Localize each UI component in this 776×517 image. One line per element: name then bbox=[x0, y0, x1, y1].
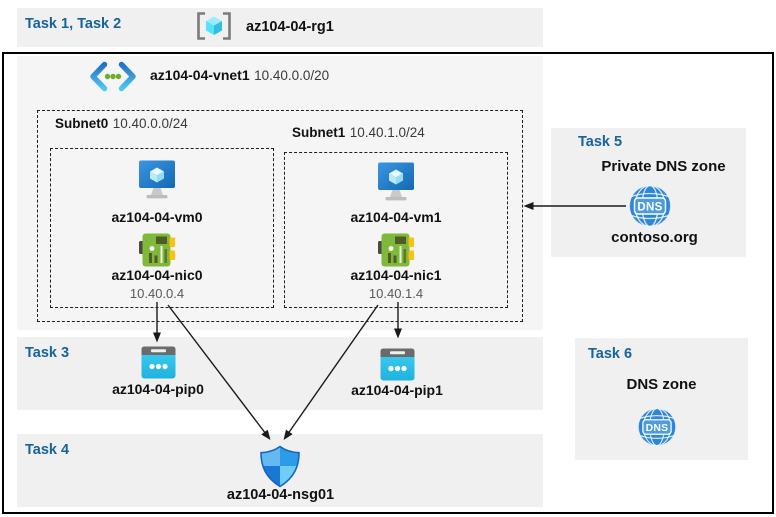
subnet0-name: Subnet0 bbox=[55, 116, 109, 131]
subnet0-label: Subnet0 10.40.0.0/24 bbox=[55, 115, 188, 133]
vnet-cidr: 10.40.0.0/20 bbox=[254, 68, 330, 83]
nsg-shield-icon bbox=[258, 445, 302, 488]
subnet1-cidr: 10.40.1.0/24 bbox=[349, 125, 425, 140]
resource-group-label: az104-04-rg1 bbox=[246, 19, 334, 35]
task-3-label: Task 3 bbox=[25, 345, 70, 361]
vnet-label: az104-04-vnet1 10.40.0.0/20 bbox=[150, 67, 329, 85]
subnet0-cidr: 10.40.0.0/24 bbox=[112, 116, 188, 131]
dns-zone-icon: DNS bbox=[637, 407, 677, 447]
dns-zone-name: contoso.org bbox=[611, 229, 698, 246]
subnet1-name: Subnet1 bbox=[292, 125, 346, 140]
vm1-icon bbox=[377, 162, 415, 204]
task-4-label: Task 4 bbox=[25, 442, 70, 458]
private-dns-icon-text: DNS bbox=[637, 202, 662, 214]
pip0-icon bbox=[141, 346, 176, 379]
subnet1-label: Subnet1 10.40.1.0/24 bbox=[292, 124, 425, 142]
private-dns-zone-title: Private DNS zone bbox=[601, 158, 726, 175]
nic0-icon bbox=[139, 232, 175, 268]
nsg-label: az104-04-nsg01 bbox=[226, 487, 335, 503]
task-5-label: Task 5 bbox=[578, 134, 623, 150]
vm1-label: az104-04-vm1 bbox=[350, 209, 442, 225]
virtual-network-icon bbox=[88, 61, 138, 92]
nic0-label: az104-04-nic0 bbox=[111, 267, 203, 283]
dns-zone-icon-text: DNS bbox=[646, 423, 669, 434]
subnets-outer-box bbox=[37, 110, 523, 322]
nic1-ip: 10.40.1.4 bbox=[368, 286, 424, 301]
vnet-name: az104-04-vnet1 bbox=[150, 67, 250, 83]
task-6-label: Task 6 bbox=[588, 346, 633, 362]
subnet1-box bbox=[284, 152, 508, 308]
subnet0-box bbox=[50, 148, 274, 308]
nic1-label: az104-04-nic1 bbox=[350, 267, 442, 283]
pip1-icon bbox=[380, 348, 415, 381]
task-3-band bbox=[17, 337, 543, 410]
vm0-icon bbox=[138, 160, 176, 202]
nic1-icon bbox=[378, 232, 414, 268]
vm0-label: az104-04-vm0 bbox=[111, 209, 203, 225]
nic0-ip: 10.40.0.4 bbox=[129, 286, 185, 301]
resource-group-icon bbox=[196, 12, 232, 40]
dns-zone-title: DNS zone bbox=[626, 376, 697, 393]
private-dns-icon: DNS bbox=[628, 184, 672, 228]
task-1-2-band bbox=[17, 8, 543, 47]
vnet-region bbox=[17, 56, 543, 330]
task-1-2-label: Task 1, Task 2 bbox=[25, 16, 122, 32]
pip1-label: az104-04-pip1 bbox=[351, 382, 443, 398]
pip0-label: az104-04-pip0 bbox=[112, 381, 204, 397]
